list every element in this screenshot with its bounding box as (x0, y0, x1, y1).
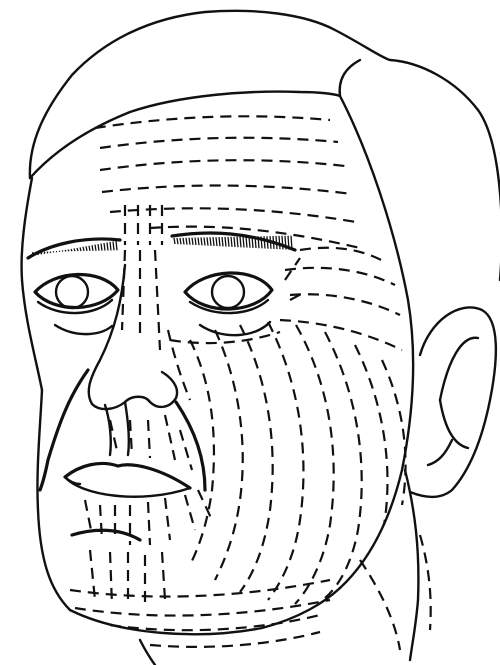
tension-line (95, 116, 330, 128)
tension-line (165, 498, 170, 540)
tension-line (100, 160, 345, 170)
tension-line (295, 325, 334, 604)
tension-line (240, 325, 273, 592)
eye-left (35, 274, 118, 334)
tension-line (268, 322, 303, 600)
tension-line (180, 430, 192, 470)
tension-line (148, 502, 150, 545)
tension-line (155, 250, 160, 350)
mouth (65, 463, 190, 496)
tension-line (162, 552, 165, 600)
eyebrow-left (28, 239, 120, 258)
tension-line (290, 292, 305, 300)
tension-line (110, 552, 112, 605)
skin-tension-lines (70, 116, 431, 650)
tension-line (360, 560, 400, 650)
tension-line (122, 250, 125, 330)
tension-line (110, 208, 356, 222)
ear (410, 307, 496, 497)
tension-line (70, 580, 330, 597)
tension-line (280, 320, 402, 350)
tension-line (110, 615, 320, 630)
tension-line (185, 495, 195, 530)
tension-line (325, 332, 362, 598)
eye-right (185, 273, 272, 335)
eyebrow-right (172, 233, 295, 250)
tension-line (290, 294, 400, 315)
tension-line (420, 535, 431, 630)
tension-line (190, 340, 214, 565)
tension-line (148, 420, 150, 458)
tension-line (100, 138, 338, 148)
tension-line (100, 505, 102, 540)
tension-line (75, 600, 330, 616)
tension-line (130, 420, 132, 455)
tension-line (300, 248, 385, 262)
tension-line (215, 330, 243, 580)
tension-line (285, 268, 395, 285)
tension-line (102, 186, 352, 195)
nose (89, 265, 177, 455)
tension-line (355, 345, 387, 525)
tension-line (165, 415, 175, 460)
tension-line (382, 360, 406, 505)
